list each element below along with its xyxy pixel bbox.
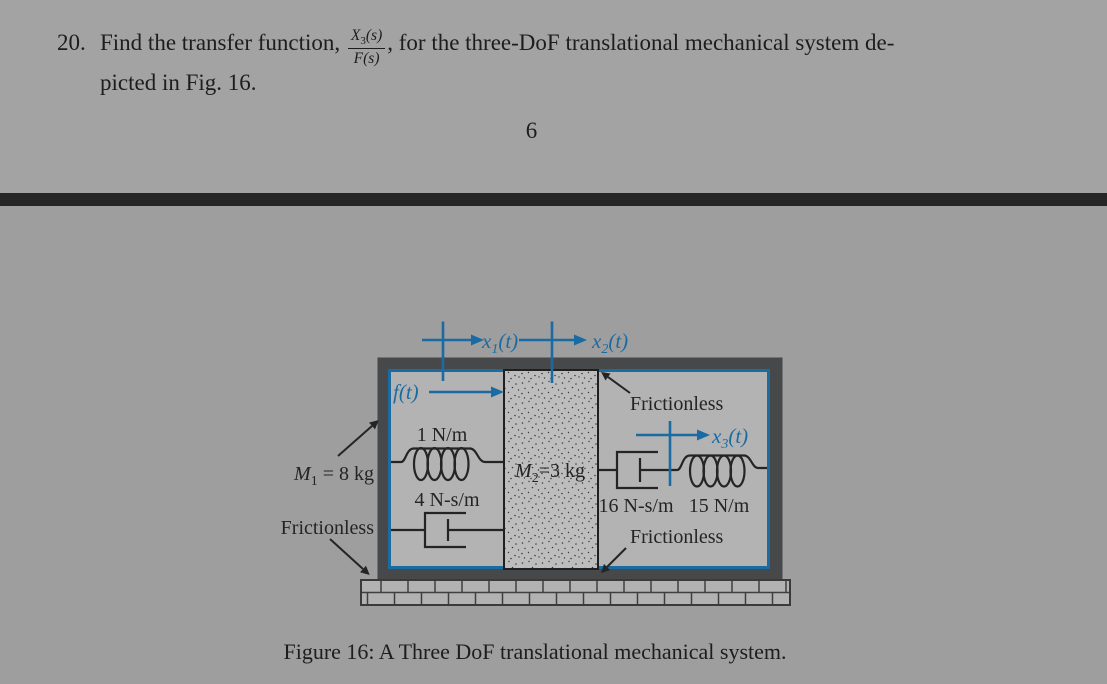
top-section (0, 0, 1107, 193)
x2-label: x2(t) (591, 329, 628, 357)
frictionless-bottom-arrowhead (601, 563, 610, 573)
frictionless-left-label: Frictionless (281, 517, 375, 539)
damper-b1 (391, 511, 504, 549)
mass-m2-label: M2=3 kg (514, 460, 585, 486)
spring-k1 (391, 446, 504, 482)
spring-k2 (676, 454, 767, 488)
x1-label: x1(t) (481, 329, 518, 357)
x3-arrowhead (697, 429, 710, 441)
problem-statement: 20. Find the transfer function, X3(s)F(s… (57, 24, 1042, 98)
x2-arrowhead (574, 334, 587, 346)
problem-text-before: Find the transfer function, (100, 30, 341, 56)
damper-b2-label: 16 N-s/m (599, 495, 674, 517)
section-divider (0, 193, 1107, 206)
fraction-denominator: F(s) (353, 50, 380, 68)
problem-number: 20. (57, 30, 86, 55)
spring-k2-label: 15 N/m (689, 495, 750, 517)
frictionless-top-arrow (607, 376, 631, 394)
figure-caption: Figure 16: A Three DoF translational mec… (283, 639, 787, 664)
f-arrowhead (491, 386, 504, 398)
blue-arrows (422, 321, 710, 486)
frictionless-left-arrow (329, 538, 364, 570)
x1-arrowhead (471, 334, 484, 346)
problem-text: Find the transfer function, X3(s)F(s), f… (57, 27, 1042, 98)
mass-m1-label: M1 = 8 kg (293, 463, 374, 489)
m1-arrow (337, 425, 373, 457)
transfer-function-fraction: X3(s)F(s) (347, 27, 386, 68)
frictionless-top-arrowhead (601, 372, 611, 381)
ground-bricks (360, 579, 791, 606)
problem-text-after: , for the three-DoF translational mechan… (387, 30, 895, 56)
m1-arrowhead (369, 420, 379, 430)
frictionless-top-label: Frictionless (630, 393, 724, 415)
problem-text-line2: picted in Fig. 16. (100, 70, 257, 96)
x3-label: x3(t) (711, 424, 748, 452)
figure-diagram: 1 N/m 4 N-s/m 16 N-s/m 15 N/m Frictionle… (281, 321, 791, 606)
annotation-arrows (329, 372, 631, 575)
frictionless-bottom-label: Frictionless (630, 526, 724, 548)
page-number: 6 (525, 118, 538, 143)
frictionless-left-arrowhead (360, 565, 370, 575)
spring-k1-label: 1 N/m (417, 424, 468, 446)
frictionless-bottom-arrow (606, 547, 627, 568)
force-f-label: f(t) (393, 380, 419, 404)
damper-b2 (598, 450, 677, 490)
damper-b1-label: 4 N-s/m (415, 489, 480, 511)
mass-m2-block (503, 369, 599, 570)
fraction-numerator: X3(s) (347, 27, 386, 50)
